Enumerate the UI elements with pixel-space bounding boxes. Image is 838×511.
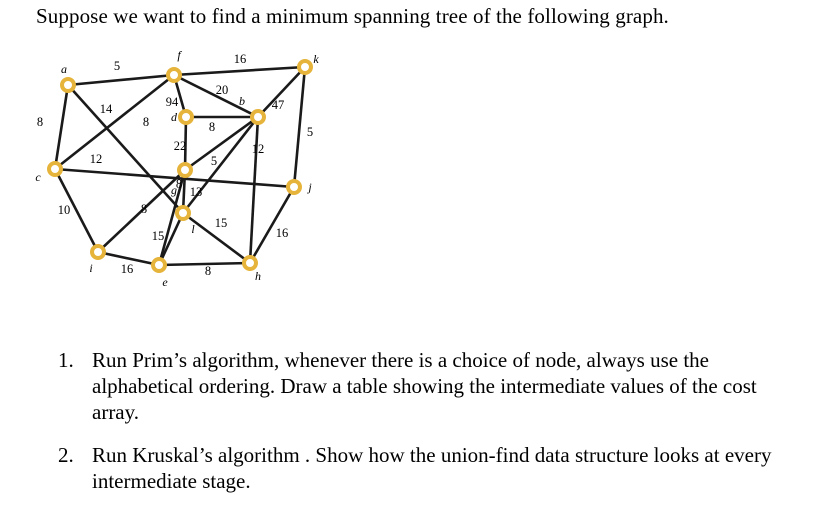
edge-weight-k-j: 5 bbox=[307, 125, 313, 139]
node-d bbox=[178, 109, 194, 125]
node-label-h: h bbox=[255, 269, 261, 283]
node-k bbox=[297, 59, 313, 75]
edge-k-j bbox=[292, 66, 307, 188]
node-label-d: d bbox=[171, 110, 178, 124]
graph-figure: 5 16 20 47 5 8 14 8 94 22 8 12 12 10 13 8 8 15 15 16 8 16 5 a f… bbox=[35, 48, 319, 289]
edge-b-h bbox=[248, 116, 260, 264]
edge-g-e bbox=[157, 169, 187, 266]
edge-l-h bbox=[182, 211, 251, 265]
node-label-f: f bbox=[177, 48, 182, 62]
edge-weight-b-h: 12 bbox=[252, 142, 265, 156]
node-h bbox=[242, 255, 258, 271]
edge-weight-d-g: 22 bbox=[174, 139, 187, 153]
edge-weight-i-e: 16 bbox=[121, 262, 134, 276]
edge-d-g bbox=[183, 116, 188, 171]
task-text: Run Prim’s algorithm, whenever there is … bbox=[92, 348, 757, 424]
edge-weight-a-l: 14 bbox=[100, 102, 113, 116]
edge-f-k bbox=[173, 65, 306, 77]
task-item: 1. Run Prim’s algorithm, whenever there … bbox=[58, 347, 778, 425]
edge-c-i bbox=[53, 168, 100, 253]
node-g bbox=[177, 162, 193, 178]
edge-weight-l-e: 15 bbox=[152, 229, 165, 243]
edge-i-e bbox=[97, 250, 160, 267]
node-l bbox=[175, 205, 191, 221]
edge-weight-j-h: 16 bbox=[276, 226, 289, 240]
edge-weight-g-l: 13 bbox=[190, 185, 203, 199]
node-label-c: c bbox=[35, 170, 41, 184]
weights-layer: 5 16 20 47 5 8 14 8 94 22 8 12 12 10 13 8 8 15 15 16 8 16 5 bbox=[37, 52, 313, 278]
edge-e-h bbox=[158, 261, 251, 267]
task-item: 2. Run Kruskal’s algorithm . Show how th… bbox=[58, 442, 778, 494]
edge-weight-f-d: 94 bbox=[166, 95, 179, 109]
node-j bbox=[286, 179, 302, 195]
nodes-layer bbox=[47, 59, 313, 273]
node-label-b: b bbox=[239, 94, 245, 108]
edge-weight-f-b: 20 bbox=[216, 83, 229, 97]
edge-a-c bbox=[53, 84, 70, 170]
edge-weight-a-c: 8 bbox=[37, 115, 43, 129]
edge-a-f bbox=[67, 73, 175, 87]
edge-weight-g-i: 8 bbox=[141, 202, 147, 216]
edge-f-c bbox=[54, 73, 175, 171]
node-c bbox=[47, 161, 63, 177]
node-e bbox=[151, 257, 167, 273]
node-a bbox=[60, 77, 76, 93]
task-list: 1. Run Prim’s algorithm, whenever there … bbox=[58, 347, 778, 511]
node-label-k: k bbox=[313, 52, 319, 66]
edge-b-g bbox=[184, 115, 259, 172]
intro-text: Suppose we want to find a minimum spanni… bbox=[36, 4, 669, 28]
task-number: 1. bbox=[58, 348, 74, 372]
edge-b-k bbox=[257, 66, 306, 118]
edge-weight-l-h: 15 bbox=[215, 216, 228, 230]
edge-weight-b-k: 47 bbox=[272, 98, 285, 112]
edge-weight-f-c: 8 bbox=[143, 115, 149, 129]
edge-j-h bbox=[248, 186, 296, 264]
edge-c-j bbox=[54, 167, 295, 189]
edge-weight-e-h: 8 bbox=[205, 264, 211, 278]
node-i bbox=[90, 244, 106, 260]
task-number: 2. bbox=[58, 443, 74, 467]
edge-weight-g-e: 8 bbox=[176, 177, 182, 191]
node-label-j: j bbox=[306, 180, 312, 194]
task-text: Run Kruskal’s algorithm . Show how the u… bbox=[92, 443, 772, 493]
node-labels-layer: a f k b d c g j l i e h bbox=[35, 48, 319, 289]
node-f bbox=[166, 67, 182, 83]
edge-weight-c-j: 12 bbox=[90, 152, 103, 166]
node-label-g: g bbox=[171, 183, 177, 197]
edge-weight-a-f: 5 bbox=[114, 59, 120, 73]
edge-g-i bbox=[97, 169, 186, 253]
node-b bbox=[250, 109, 266, 125]
edge-b-l bbox=[181, 116, 260, 214]
edge-l-e bbox=[157, 212, 185, 266]
edge-weight-f-k: 16 bbox=[234, 52, 247, 66]
edge-weight-b-g: 5 bbox=[211, 154, 217, 168]
node-label-l: l bbox=[191, 222, 195, 236]
node-label-a: a bbox=[61, 62, 67, 76]
node-label-i: i bbox=[89, 261, 92, 275]
node-label-e: e bbox=[162, 275, 168, 289]
edge-weight-b-l: 8 bbox=[209, 120, 215, 134]
edge-weight-c-i: 10 bbox=[58, 203, 71, 217]
edge-f-b bbox=[173, 73, 259, 119]
